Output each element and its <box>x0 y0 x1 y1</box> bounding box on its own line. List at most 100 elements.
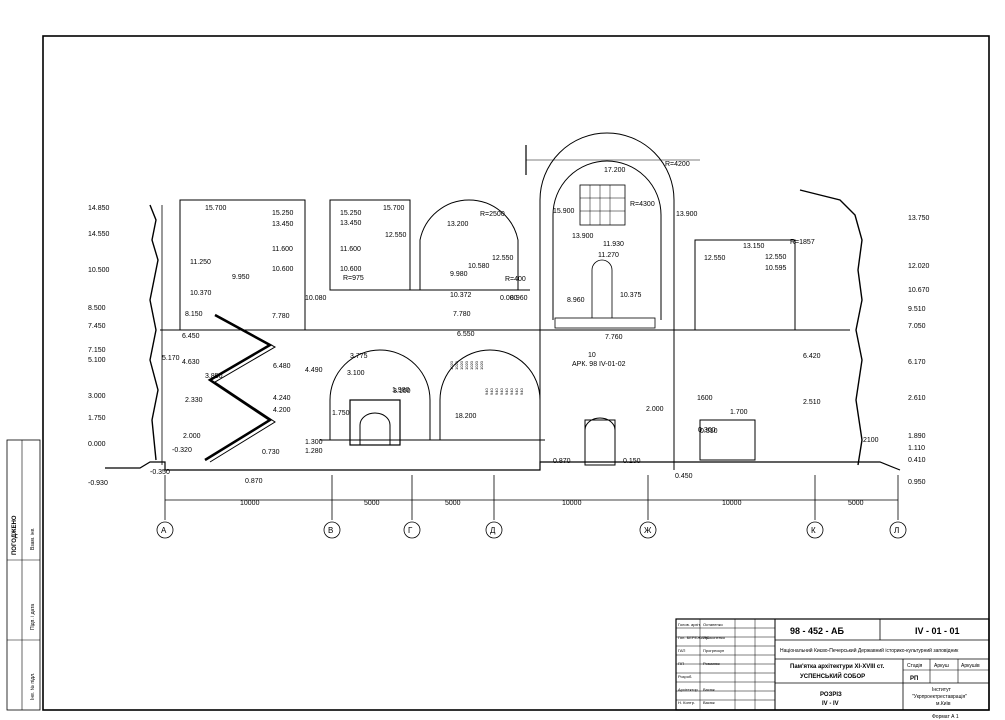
arch-dim-mark: 1020 <box>479 360 484 370</box>
interior-level-mark: 1.980 <box>392 387 410 394</box>
building-section <box>105 132 901 471</box>
role-name: Васюк <box>703 687 715 692</box>
interior-level-mark: 11.930 <box>603 241 624 248</box>
interior-level-mark: 13.450 <box>272 221 294 228</box>
arch-dim-mark: 1020 <box>454 360 459 370</box>
sheets-header: Аркушів <box>961 663 980 669</box>
level-mark: 9.510 <box>908 306 926 313</box>
interior-level-mark: 0.870 <box>245 478 263 485</box>
object-line1: Пам'ятка архітектури XI-XVIII ст. <box>790 664 885 670</box>
institute-2: "Укрпроектреставрація" <box>912 694 967 700</box>
interior-level-mark: 1.700 <box>730 409 748 416</box>
interior-level-mark: 4.490 <box>305 367 323 374</box>
interior-level-mark: 10.080 <box>305 295 327 302</box>
level-mark: 7.450 <box>88 323 106 330</box>
interior-level-mark: 11.600 <box>340 246 361 253</box>
arch-dim-mark: 1020 <box>469 360 474 370</box>
arch-dim-mark: 940 <box>509 388 514 395</box>
interior-level-mark: 4.200 <box>273 407 291 414</box>
left-level-marks: 14.850 14.550 10.500 8.500 7.450 7.150 5… <box>88 205 110 487</box>
span-dim: 10000 <box>240 500 260 507</box>
level-mark: 0.410 <box>908 457 926 464</box>
span-dim: 5000 <box>364 500 380 507</box>
interior-level-mark: 10.370 <box>190 290 212 297</box>
role-name: Романюк <box>703 661 720 666</box>
axis-label: А <box>161 526 167 535</box>
format-label: Формат А 1 <box>932 714 959 720</box>
span-dim: 5000 <box>445 500 461 507</box>
interior-level-mark: 0.870 <box>553 458 571 465</box>
level-mark: 5.100 <box>88 357 106 364</box>
arch-dim-mark: 940 <box>519 388 524 395</box>
level-mark: 10.670 <box>908 287 930 294</box>
interior-level-mark: 4.630 <box>182 359 200 366</box>
interior-level-mark: 8.960 <box>510 295 528 302</box>
interior-level-mark: 8.960 <box>567 297 585 304</box>
interior-level-mark: R=2500 <box>480 211 505 218</box>
interior-level-mark: 9.980 <box>450 271 468 278</box>
interior-level-mark: 13.900 <box>676 211 698 218</box>
axis-label: Д <box>490 526 496 535</box>
interior-level-mark: R=400 <box>505 276 526 283</box>
span-dim: 5000 <box>848 500 864 507</box>
arch-dim-mark: 940 <box>484 388 489 395</box>
interior-level-mark: 7.780 <box>272 313 290 320</box>
interior-level-mark: R=1857 <box>790 239 815 246</box>
interior-level-mark: 13.450 <box>340 220 362 227</box>
interior-level-mark: 7.760 <box>605 334 623 341</box>
interior-level-mark: 1.280 <box>305 448 323 455</box>
interior-level-mark: 12.550 <box>492 255 514 262</box>
arch-dim-mark: 940 <box>499 388 504 395</box>
role-label: Гол. БЕРЕЖАНС <box>678 635 709 640</box>
role-label: Архітектор <box>678 687 699 692</box>
level-mark: 1.750 <box>88 415 106 422</box>
interior-level-mark: R=4200 <box>665 161 690 168</box>
level-mark: 0.000 <box>88 441 106 448</box>
role-label: Розроб. <box>678 674 692 679</box>
axis-label: Г <box>408 526 413 535</box>
arch-dim-mark: 1020 <box>459 360 464 370</box>
approved-label: ПОГОДЖЕНО <box>12 515 18 555</box>
interior-level-mark: 0.730 <box>262 449 280 456</box>
date-label: Підп. і дата <box>30 604 36 630</box>
interior-level-mark: 13.150 <box>743 243 765 250</box>
arch-dim-mark: 940 <box>494 388 499 395</box>
interior-level-mark: 0.150 <box>623 458 641 465</box>
level-mark: 13.750 <box>908 215 930 222</box>
level-mark: 14.850 <box>88 205 110 212</box>
interior-level-mark: 13.200 <box>447 221 469 228</box>
interior-level-mark: 10.600 <box>272 266 294 273</box>
interior-level-mark: 15.250 <box>340 210 362 217</box>
interior-level-mark: 0.000 <box>500 295 518 302</box>
level-mark: 7.150 <box>88 347 106 354</box>
level-mark: 3.000 <box>88 393 106 400</box>
sheet-header: Аркуш <box>934 663 949 669</box>
interior-level-mark: 9.950 <box>232 274 250 281</box>
interior-level-mark: 12.550 <box>704 255 726 262</box>
role-name: Прокопенко <box>703 635 726 640</box>
interior-level-mark: 11.250 <box>190 259 211 266</box>
interior-level-mark: 1.750 <box>332 410 350 417</box>
arch-dim-mark: 940 <box>514 388 519 395</box>
span-dimensions: 10000 5000 5000 10000 10000 5000 <box>240 500 864 507</box>
role-label: Голов. архіт. <box>678 622 701 627</box>
interior-level-mark: R=4300 <box>630 201 655 208</box>
role-name: Остапенко <box>703 622 724 627</box>
level-mark: 8.500 <box>88 305 106 312</box>
interior-level-mark: 13.900 <box>572 233 594 240</box>
interior-level-mark: 3.100 <box>347 370 365 377</box>
interior-level-mark: 10.375 <box>620 292 642 299</box>
note-number: 10 <box>588 352 596 359</box>
interior-level-mark: 8.150 <box>185 311 203 318</box>
span-dim: 10000 <box>722 500 742 507</box>
interior-level-mark: 17.200 <box>604 167 626 174</box>
interior-level-mark: 3.100 <box>393 388 411 395</box>
role-label: ГАП <box>678 648 686 653</box>
sheet-frame <box>42 35 990 711</box>
sheet-code: IV - 01 - 01 <box>915 626 960 636</box>
level-mark: 14.550 <box>88 231 110 238</box>
interior-level-mark: 0.510 <box>700 428 718 435</box>
interior-level-mark: 12.550 <box>765 254 787 261</box>
right-level-marks: 13.750 12.020 10.670 9.510 7.050 6.170 2… <box>908 215 930 486</box>
